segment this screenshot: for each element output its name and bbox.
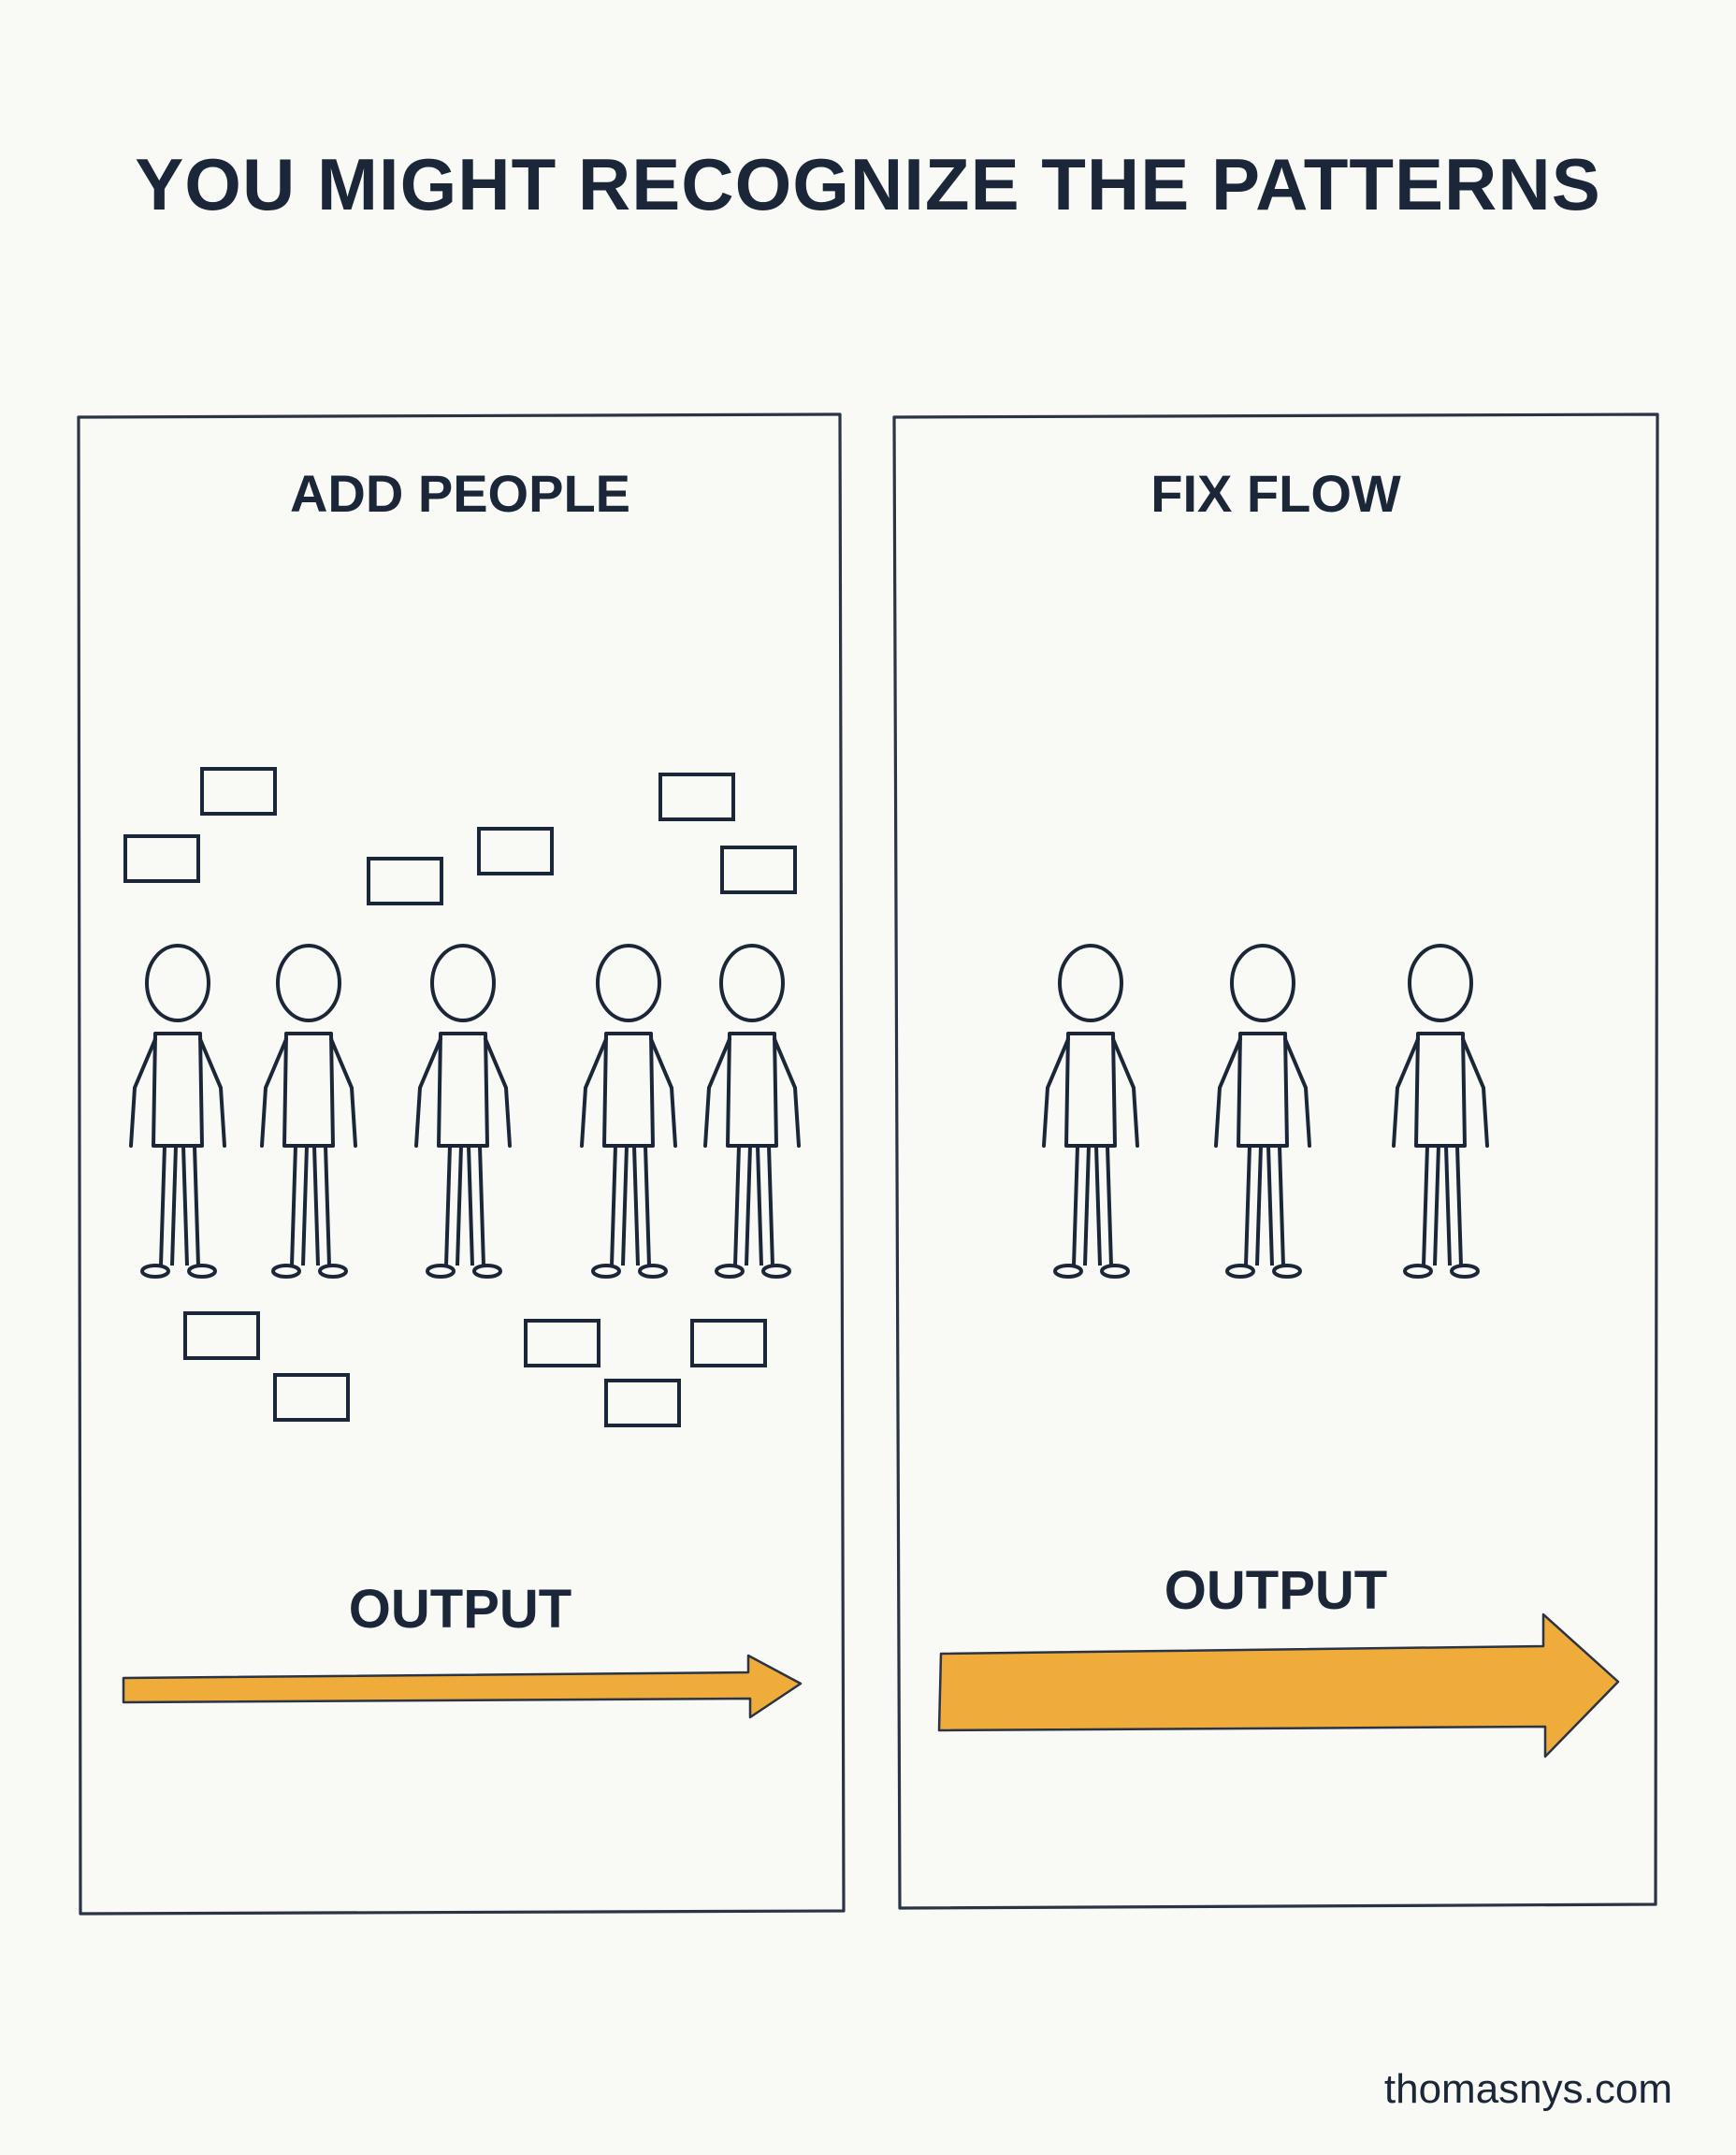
thick-output-arrow — [937, 1613, 1620, 1758]
task-box — [273, 1373, 350, 1422]
fix-flow-heading: FIX FLOW — [1150, 464, 1401, 523]
task-box — [604, 1379, 681, 1427]
left-panel-frame — [77, 412, 846, 1916]
right-output-label: OUTPUT — [1164, 1560, 1388, 1621]
page-title: YOU MIGHT RECOGNIZE THE PATTERNS — [135, 143, 1601, 225]
site-credit: thomasnys.com — [1383, 2066, 1672, 2112]
person-figure — [1392, 944, 1489, 1279]
person-figure — [414, 944, 512, 1279]
task-box — [690, 1319, 767, 1367]
person-figure — [703, 944, 801, 1279]
person-figure — [1042, 944, 1139, 1279]
person-figure — [580, 944, 677, 1279]
task-box — [658, 773, 735, 821]
task-box — [123, 834, 200, 883]
task-box — [477, 827, 554, 875]
person-figure — [129, 944, 226, 1279]
task-box — [183, 1311, 260, 1360]
thin-output-arrow — [122, 1654, 803, 1719]
person-figure — [1214, 944, 1311, 1279]
person-figure — [260, 944, 357, 1279]
task-box — [720, 846, 797, 894]
left-output-label: OUTPUT — [348, 1579, 572, 1640]
add-people-heading: ADD PEOPLE — [289, 464, 631, 523]
task-box — [367, 857, 443, 905]
task-box — [524, 1319, 600, 1367]
right-panel-frame — [892, 412, 1659, 1910]
task-box — [200, 767, 277, 816]
